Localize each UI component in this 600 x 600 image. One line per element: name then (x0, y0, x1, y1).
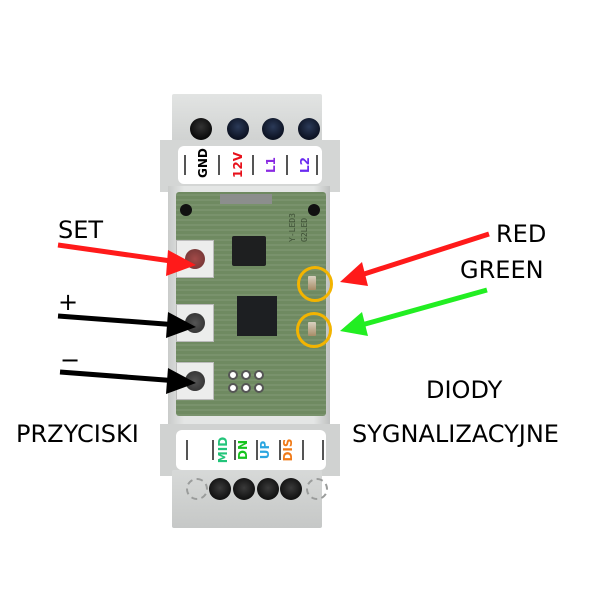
mounting-hole (180, 204, 192, 216)
label-separator (316, 155, 318, 175)
buttons-caption: PRZYCISKI (16, 420, 139, 448)
minus-label: − (60, 346, 81, 374)
label-separator (218, 155, 220, 175)
red-led-arrow (340, 231, 490, 286)
label-separator (234, 440, 236, 460)
bottom-terminal-label-strip: MID DN UP DIS (176, 430, 326, 470)
red-led-highlight-circle (297, 266, 333, 302)
green-led-arrow (340, 287, 488, 336)
green-label: GREEN (460, 256, 544, 284)
microcontroller-chip (237, 296, 277, 336)
empty-terminal-slot (186, 478, 208, 500)
terminal-screw-gnd (190, 118, 212, 140)
leds-caption-line2: SYGNALIZACYJNE (352, 420, 559, 448)
minus-button-cap[interactable] (185, 371, 205, 391)
label-separator (286, 155, 288, 175)
terminal-screw-l1 (262, 118, 284, 140)
voltage-regulator (232, 236, 266, 266)
minus-arrow (59, 368, 196, 394)
set-label: SET (58, 216, 104, 244)
plus-button[interactable] (176, 304, 214, 342)
pcb-connector (220, 194, 272, 204)
top-terminal-label-strip: GND 12V L1 L2 (178, 146, 322, 184)
leds-caption-line1: DIODY (426, 376, 503, 404)
terminal-hole-dis (280, 478, 302, 500)
terminal-screw-12v (227, 118, 249, 140)
green-led-highlight-circle (296, 312, 332, 348)
programming-header-pads (228, 370, 264, 393)
terminal-screw-l2 (298, 118, 320, 140)
terminal-hole-dn (233, 478, 255, 500)
plus-arrow (57, 312, 196, 338)
label-separator (186, 440, 188, 460)
label-separator (252, 155, 254, 175)
label-separator (184, 155, 186, 175)
set-arrow (57, 242, 196, 276)
red-label: RED (496, 220, 547, 248)
terminal-hole-up (257, 478, 279, 500)
plus-label: + (58, 288, 79, 316)
label-separator (302, 440, 304, 460)
label-separator (322, 440, 324, 460)
label-separator (256, 440, 258, 460)
terminal-hole-mid (209, 478, 231, 500)
empty-terminal-slot (306, 478, 328, 500)
mounting-hole (308, 204, 320, 216)
label-separator (212, 440, 214, 460)
label-separator (279, 440, 281, 460)
